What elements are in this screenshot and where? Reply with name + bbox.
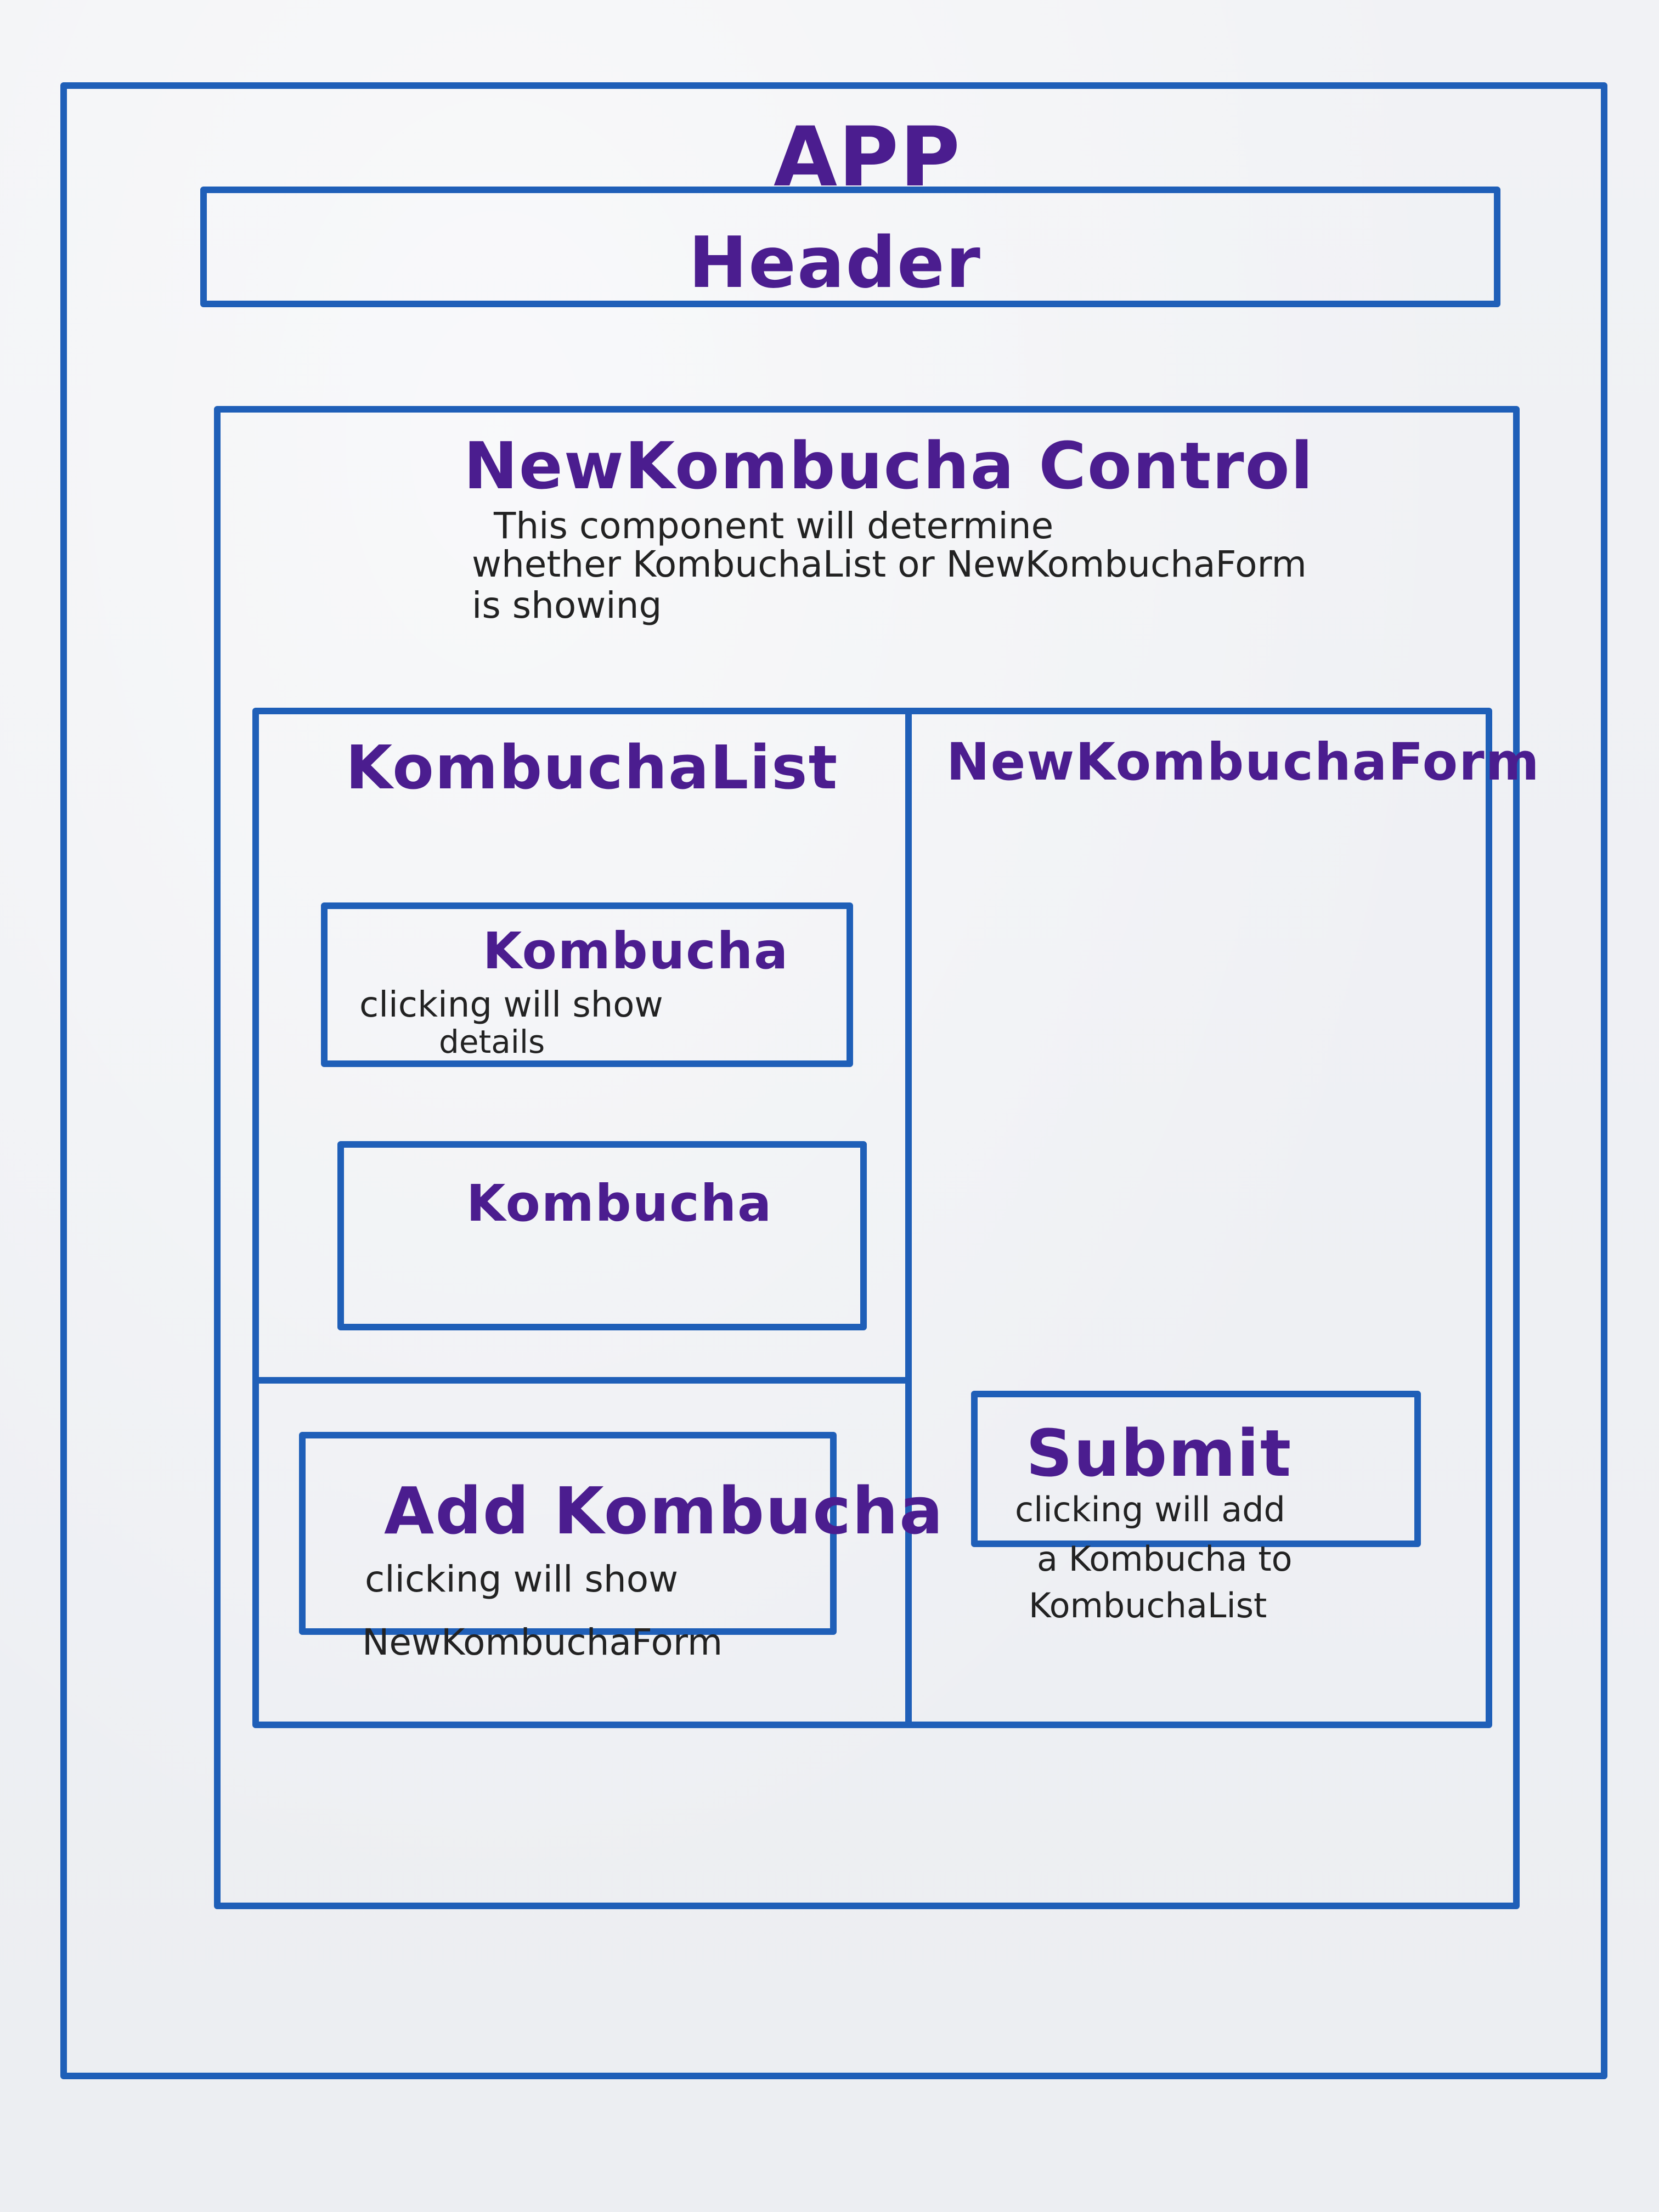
kombucha-list-title: KombuchaList xyxy=(346,732,839,803)
control-note-line-1: This component will determine xyxy=(494,505,1054,547)
new-kombucha-form-title: NewKombuchaForm xyxy=(946,732,1541,792)
list-divider xyxy=(255,1377,908,1384)
kombucha-item-1-note-line-1: clicking will show xyxy=(359,985,663,1025)
submit-note-line-2: a Kombucha to xyxy=(1037,1539,1293,1579)
header-box xyxy=(200,187,1500,307)
control-note-line-3: is showing xyxy=(472,584,662,627)
kombucha-item-2[interactable] xyxy=(337,1141,867,1330)
kombucha-item-1-note-line-2: details xyxy=(439,1023,545,1060)
new-kombucha-control-box xyxy=(214,406,1520,1909)
submit-note-line-1: clicking will add xyxy=(1015,1489,1285,1530)
control-note-line-2: whether KombuchaList or NewKombuchaForm xyxy=(472,543,1307,585)
add-kombucha-note-line-1: clicking will show xyxy=(365,1558,679,1600)
kombucha-item-1-title: Kombucha xyxy=(483,922,789,980)
header-title: Header xyxy=(689,222,981,304)
submit-title: Submit xyxy=(1026,1415,1293,1491)
submit-note-line-3: KombuchaList xyxy=(1029,1585,1267,1626)
submit-button[interactable] xyxy=(971,1391,1421,1547)
split-divider xyxy=(905,710,912,1725)
add-kombucha-title: Add Kombucha xyxy=(384,1473,944,1549)
add-kombucha-note-line-2: NewKombuchaForm xyxy=(362,1621,723,1663)
add-kombucha-button[interactable] xyxy=(299,1432,837,1635)
split-panel xyxy=(252,708,1492,1728)
kombucha-item-1[interactable] xyxy=(321,902,853,1067)
kombucha-item-2-title: Kombucha xyxy=(466,1174,773,1233)
app-container xyxy=(60,82,1607,2079)
control-title: NewKombucha Control xyxy=(464,428,1314,504)
